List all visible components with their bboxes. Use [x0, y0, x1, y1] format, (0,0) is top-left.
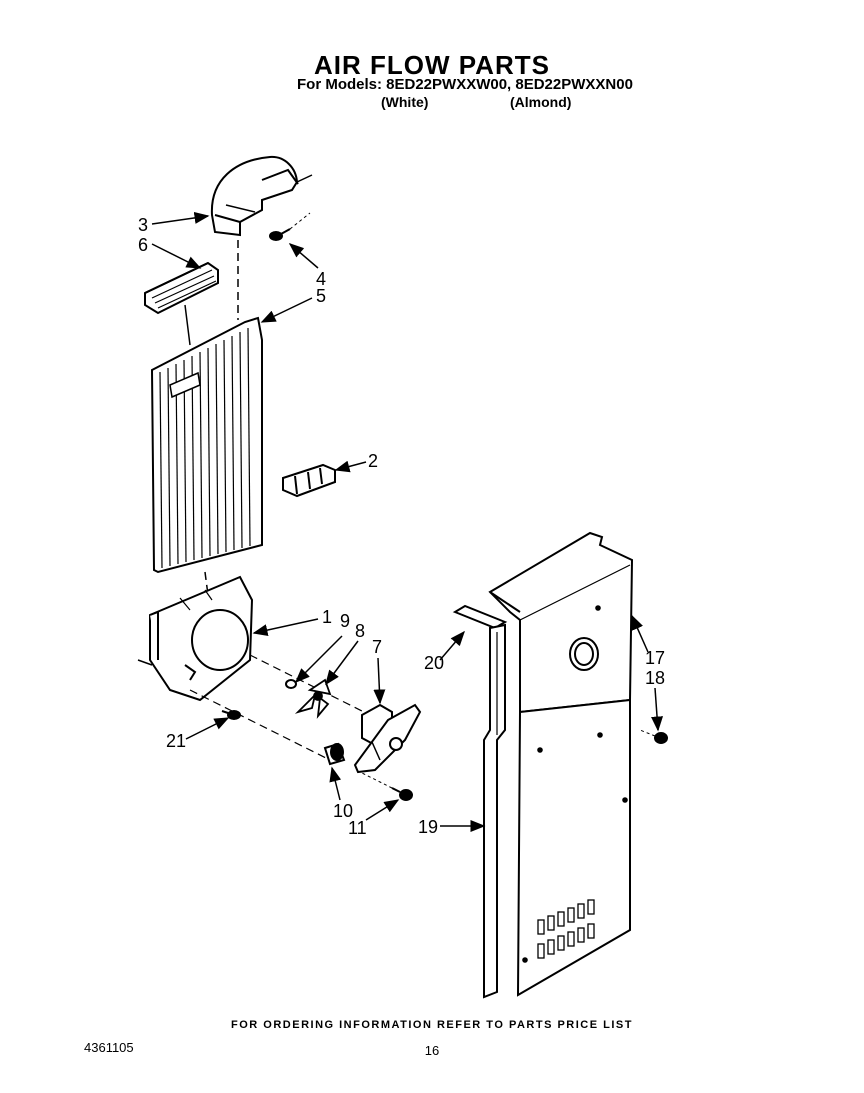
models-line: For Models: 8ED22PWXXW00, 8ED22PWXXN00: [297, 76, 633, 93]
callout-3: 3: [138, 215, 148, 235]
callout-11: 11: [348, 818, 367, 838]
part-9-clip: [285, 679, 297, 689]
part-20-trim-strip: [452, 604, 508, 630]
page-number: 16: [424, 1043, 440, 1058]
callout-17: 17: [645, 648, 665, 668]
callout-9: 9: [340, 611, 350, 631]
part-11-screw: [359, 771, 413, 801]
ordering-note: FOR ORDERING INFORMATION REFER TO PARTS …: [231, 1019, 633, 1031]
guide-line: [184, 304, 191, 346]
part-10-grommet: [323, 742, 346, 766]
callout-18: 18: [645, 668, 665, 688]
callout-21: 21: [166, 731, 186, 751]
part-3-air-duct-housing: [210, 155, 313, 237]
callout-8: 8: [355, 621, 365, 641]
guide-line: [189, 689, 331, 761]
part-21-screw: [221, 710, 241, 720]
variant-white: (White): [381, 94, 429, 110]
callout-5: 5: [316, 286, 326, 306]
part-18-screw: [639, 729, 668, 744]
part-5-evaporator-cover: [150, 316, 263, 574]
part-17-rear-panel: [488, 531, 634, 997]
callout-4: 4: [316, 269, 326, 289]
callout-2: 2: [368, 451, 378, 471]
variant-almond: (Almond): [510, 94, 572, 110]
part-7-fan-motor: [353, 703, 422, 774]
callout-6: 6: [138, 235, 148, 255]
document-number: 4361105: [84, 1040, 134, 1055]
part-8-fan-blade: [294, 678, 332, 719]
part-2-bracket: [282, 463, 336, 498]
part-19-trim-channel: [483, 623, 506, 999]
part-4-screw: [269, 212, 311, 241]
callout-leaders: [151, 211, 664, 832]
page-title: AIR FLOW PARTS: [314, 50, 550, 80]
callout-20: 20: [424, 653, 444, 673]
callout-1: 1: [322, 607, 332, 627]
part-6-vent-grille: [144, 261, 219, 315]
callout-19: 19: [418, 817, 438, 837]
callout-7: 7: [372, 637, 382, 657]
part-1-fan-shroud: [137, 575, 254, 702]
callout-10: 10: [333, 801, 353, 821]
